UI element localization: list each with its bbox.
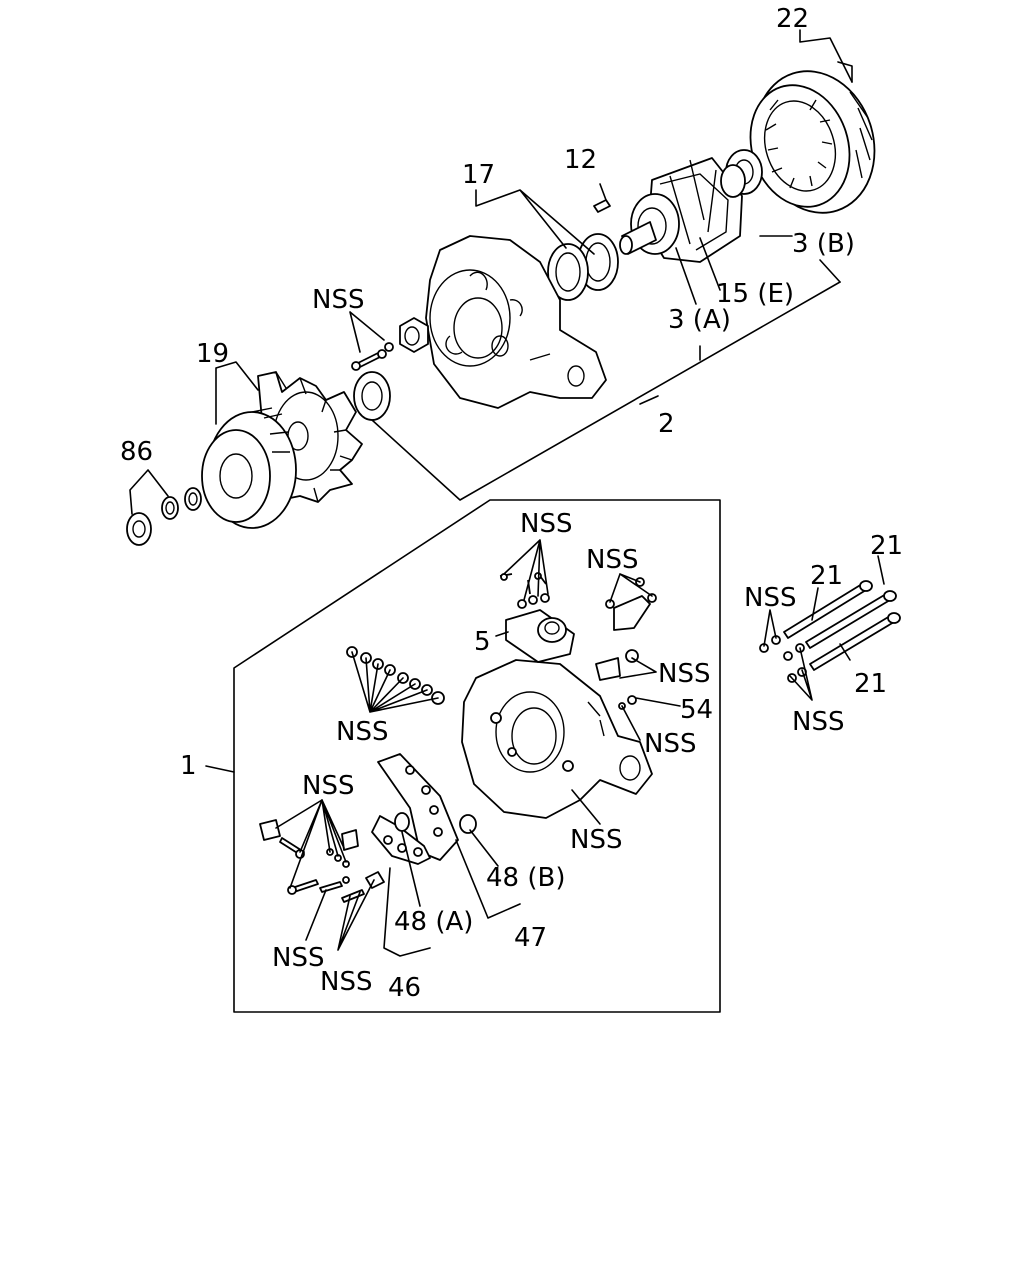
label-2: 2 <box>658 409 675 439</box>
label-22: 22 <box>776 4 809 34</box>
label-19: 19 <box>196 339 229 369</box>
label-nss-b7: NSS <box>302 771 354 801</box>
label-nss-r1: NSS <box>744 583 796 613</box>
label-nss-b9: NSS <box>320 967 372 997</box>
label-21c: 21 <box>854 669 887 699</box>
label-3b: 3 (B) <box>792 229 855 259</box>
assembly-box-part-1 <box>205 499 721 1013</box>
leader-lines-box <box>275 539 681 957</box>
label-46: 46 <box>388 973 421 1003</box>
label-5: 5 <box>474 627 491 657</box>
front-housing <box>399 235 607 409</box>
leader-lines-right <box>763 555 885 701</box>
small-parts-lower-left <box>259 819 385 903</box>
label-48b: 48 (B) <box>486 863 565 893</box>
label-47: 47 <box>514 923 547 953</box>
label-21a: 21 <box>870 531 903 561</box>
label-21b: 21 <box>810 561 843 591</box>
label-48a: 48 (A) <box>394 907 473 937</box>
clip-nut <box>595 649 639 710</box>
bracket-nss <box>605 577 657 631</box>
washer-row-nss <box>346 646 445 705</box>
label-54: 54 <box>680 695 713 725</box>
rotor-assembly <box>619 149 763 263</box>
rear-housing <box>461 659 653 819</box>
label-nss-b8: NSS <box>272 943 324 973</box>
bearing-ring <box>353 371 391 421</box>
label-nss-b6: NSS <box>570 825 622 855</box>
pulley-fan-part-19 <box>201 371 363 529</box>
label-nss-b4: NSS <box>644 729 696 759</box>
label-17: 17 <box>462 160 495 190</box>
nss-screw-top <box>351 342 394 371</box>
rectifier-plate-47 <box>377 753 459 861</box>
label-3a: 3 (A) <box>668 305 731 335</box>
label-nss-b5: NSS <box>336 717 388 747</box>
stator-part-22 <box>749 61 876 214</box>
rectifier-plate-46 <box>371 812 477 865</box>
key-part-12 <box>593 199 611 213</box>
label-nss-top: NSS <box>312 285 364 315</box>
label-86: 86 <box>120 437 153 467</box>
label-nss-b1: NSS <box>520 509 572 539</box>
label-nss-r2: NSS <box>792 707 844 737</box>
label-nss-b2: NSS <box>586 545 638 575</box>
nut-washer-part-86 <box>126 487 202 546</box>
label-1: 1 <box>180 751 197 781</box>
through-bolts-part-21 <box>759 580 901 683</box>
leader-lines-top <box>129 29 853 515</box>
label-15e: 15 (E) <box>716 279 794 309</box>
label-nss-b3: NSS <box>658 659 710 689</box>
label-12: 12 <box>564 145 597 175</box>
terminal-part-5 <box>499 572 575 663</box>
